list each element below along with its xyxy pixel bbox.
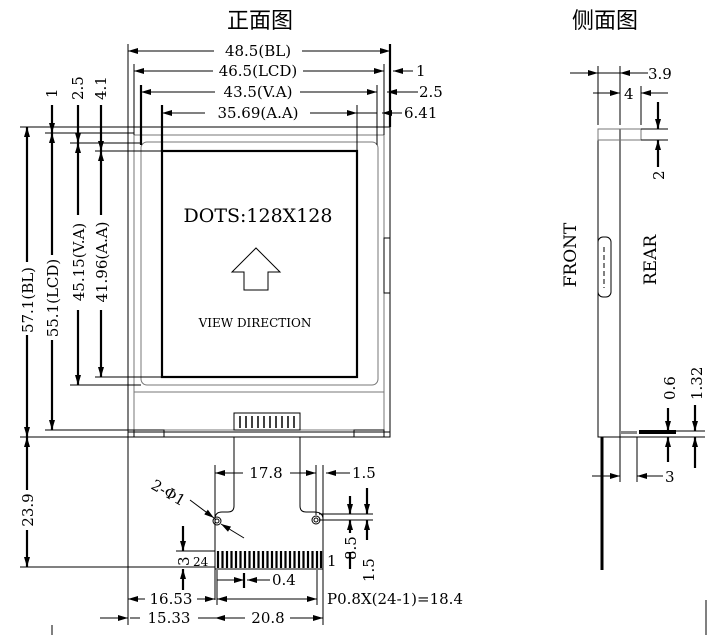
dim-hole-diameter: 2-Φ1: [148, 476, 189, 510]
dim-pin-pitch: P0.8X(24-1)=18.4: [327, 590, 463, 608]
front-label: FRONT: [561, 222, 581, 287]
dots-label: DOTS:128X128: [184, 205, 333, 227]
module-side-body: [597, 128, 621, 438]
mounting-hole: [212, 516, 222, 526]
view-direction-label: VIEW DIRECTION: [198, 316, 312, 330]
fpc-contacts: [216, 551, 323, 568]
dim-side-3-9: 3.9: [648, 65, 672, 83]
dim-pin-width: 0.4: [272, 571, 296, 589]
fpc-tail: [214, 437, 235, 569]
view-direction-arrow-icon: [230, 247, 282, 291]
dim-va-width: 43.5(V.A): [224, 83, 293, 101]
left-dimensions: 57.1(BL) 55.1(LCD) 45.15(V.A) 41.96(A.A)…: [19, 76, 215, 568]
dim-15-33: 15.33: [148, 609, 191, 627]
dim-lcd-height: 55.1(LCD): [44, 259, 62, 338]
backlight-outline: [127, 126, 391, 438]
side-view: FRONT REAR 3.9 4 2 0.6 1.32 3: [561, 65, 707, 635]
pin-24-label: 24: [193, 555, 209, 569]
dim-side-3: 3: [665, 468, 675, 486]
top-dimensions: 48.5(BL) 46.5(LCD) 1 43.5(V.A) 2.5 35.69…: [127, 42, 443, 151]
active-area: [160, 149, 359, 379]
dim-top-2-5: 2.5: [69, 76, 87, 100]
dim-side-4: 4: [624, 85, 634, 103]
fpc-dimensions: 17.8 1.5 2-Φ1 8.5 1.5 3 24 1 0.4 16.53 P…: [51, 437, 463, 635]
dim-aa-height: 41.96(A.A): [93, 221, 111, 302]
dim-hole-offset: 1.5: [352, 464, 376, 482]
dim-top-1: 1: [43, 88, 61, 98]
dim-right-2-5: 2.5: [419, 83, 443, 101]
dim-side-1-32: 1.32: [688, 367, 706, 400]
mounting-hole: [311, 515, 321, 525]
dim-hole-spacing: 17.8: [249, 464, 282, 482]
dim-16-53: 16.53: [150, 590, 193, 608]
pin-1-label: 1: [327, 552, 337, 570]
side-bump: [597, 236, 612, 298]
dim-hole-to-edge: 8.5: [342, 536, 360, 560]
dim-va-height: 45.15(V.A): [70, 223, 88, 301]
dim-right-1: 1: [416, 62, 426, 80]
side-view-title: 侧面图: [572, 9, 638, 34]
dim-side-0-6: 0.6: [661, 376, 679, 400]
dim-bl-height: 57.1(BL): [19, 267, 37, 333]
dim-contact-height: 3: [175, 556, 193, 566]
dim-fpc-length: 23.9: [19, 493, 37, 526]
dim-20-8: 20.8: [251, 609, 284, 627]
front-view-title: 正面图: [227, 9, 293, 34]
dim-aa-width: 35.69(A.A): [217, 104, 298, 122]
dim-lcd-width: 46.5(LCD): [219, 62, 298, 80]
dim-hole-height: 1.5: [360, 558, 378, 582]
fpc-connector: [233, 412, 301, 431]
dim-right-6-41: 6.41: [404, 104, 437, 122]
rear-label: REAR: [641, 234, 661, 285]
dim-bl-width: 48.5(BL): [225, 42, 291, 60]
lcd-outline: [133, 134, 385, 431]
dim-side-2: 2: [650, 170, 668, 180]
viewing-area: [140, 141, 379, 386]
dim-top-4-1: 4.1: [92, 76, 110, 100]
